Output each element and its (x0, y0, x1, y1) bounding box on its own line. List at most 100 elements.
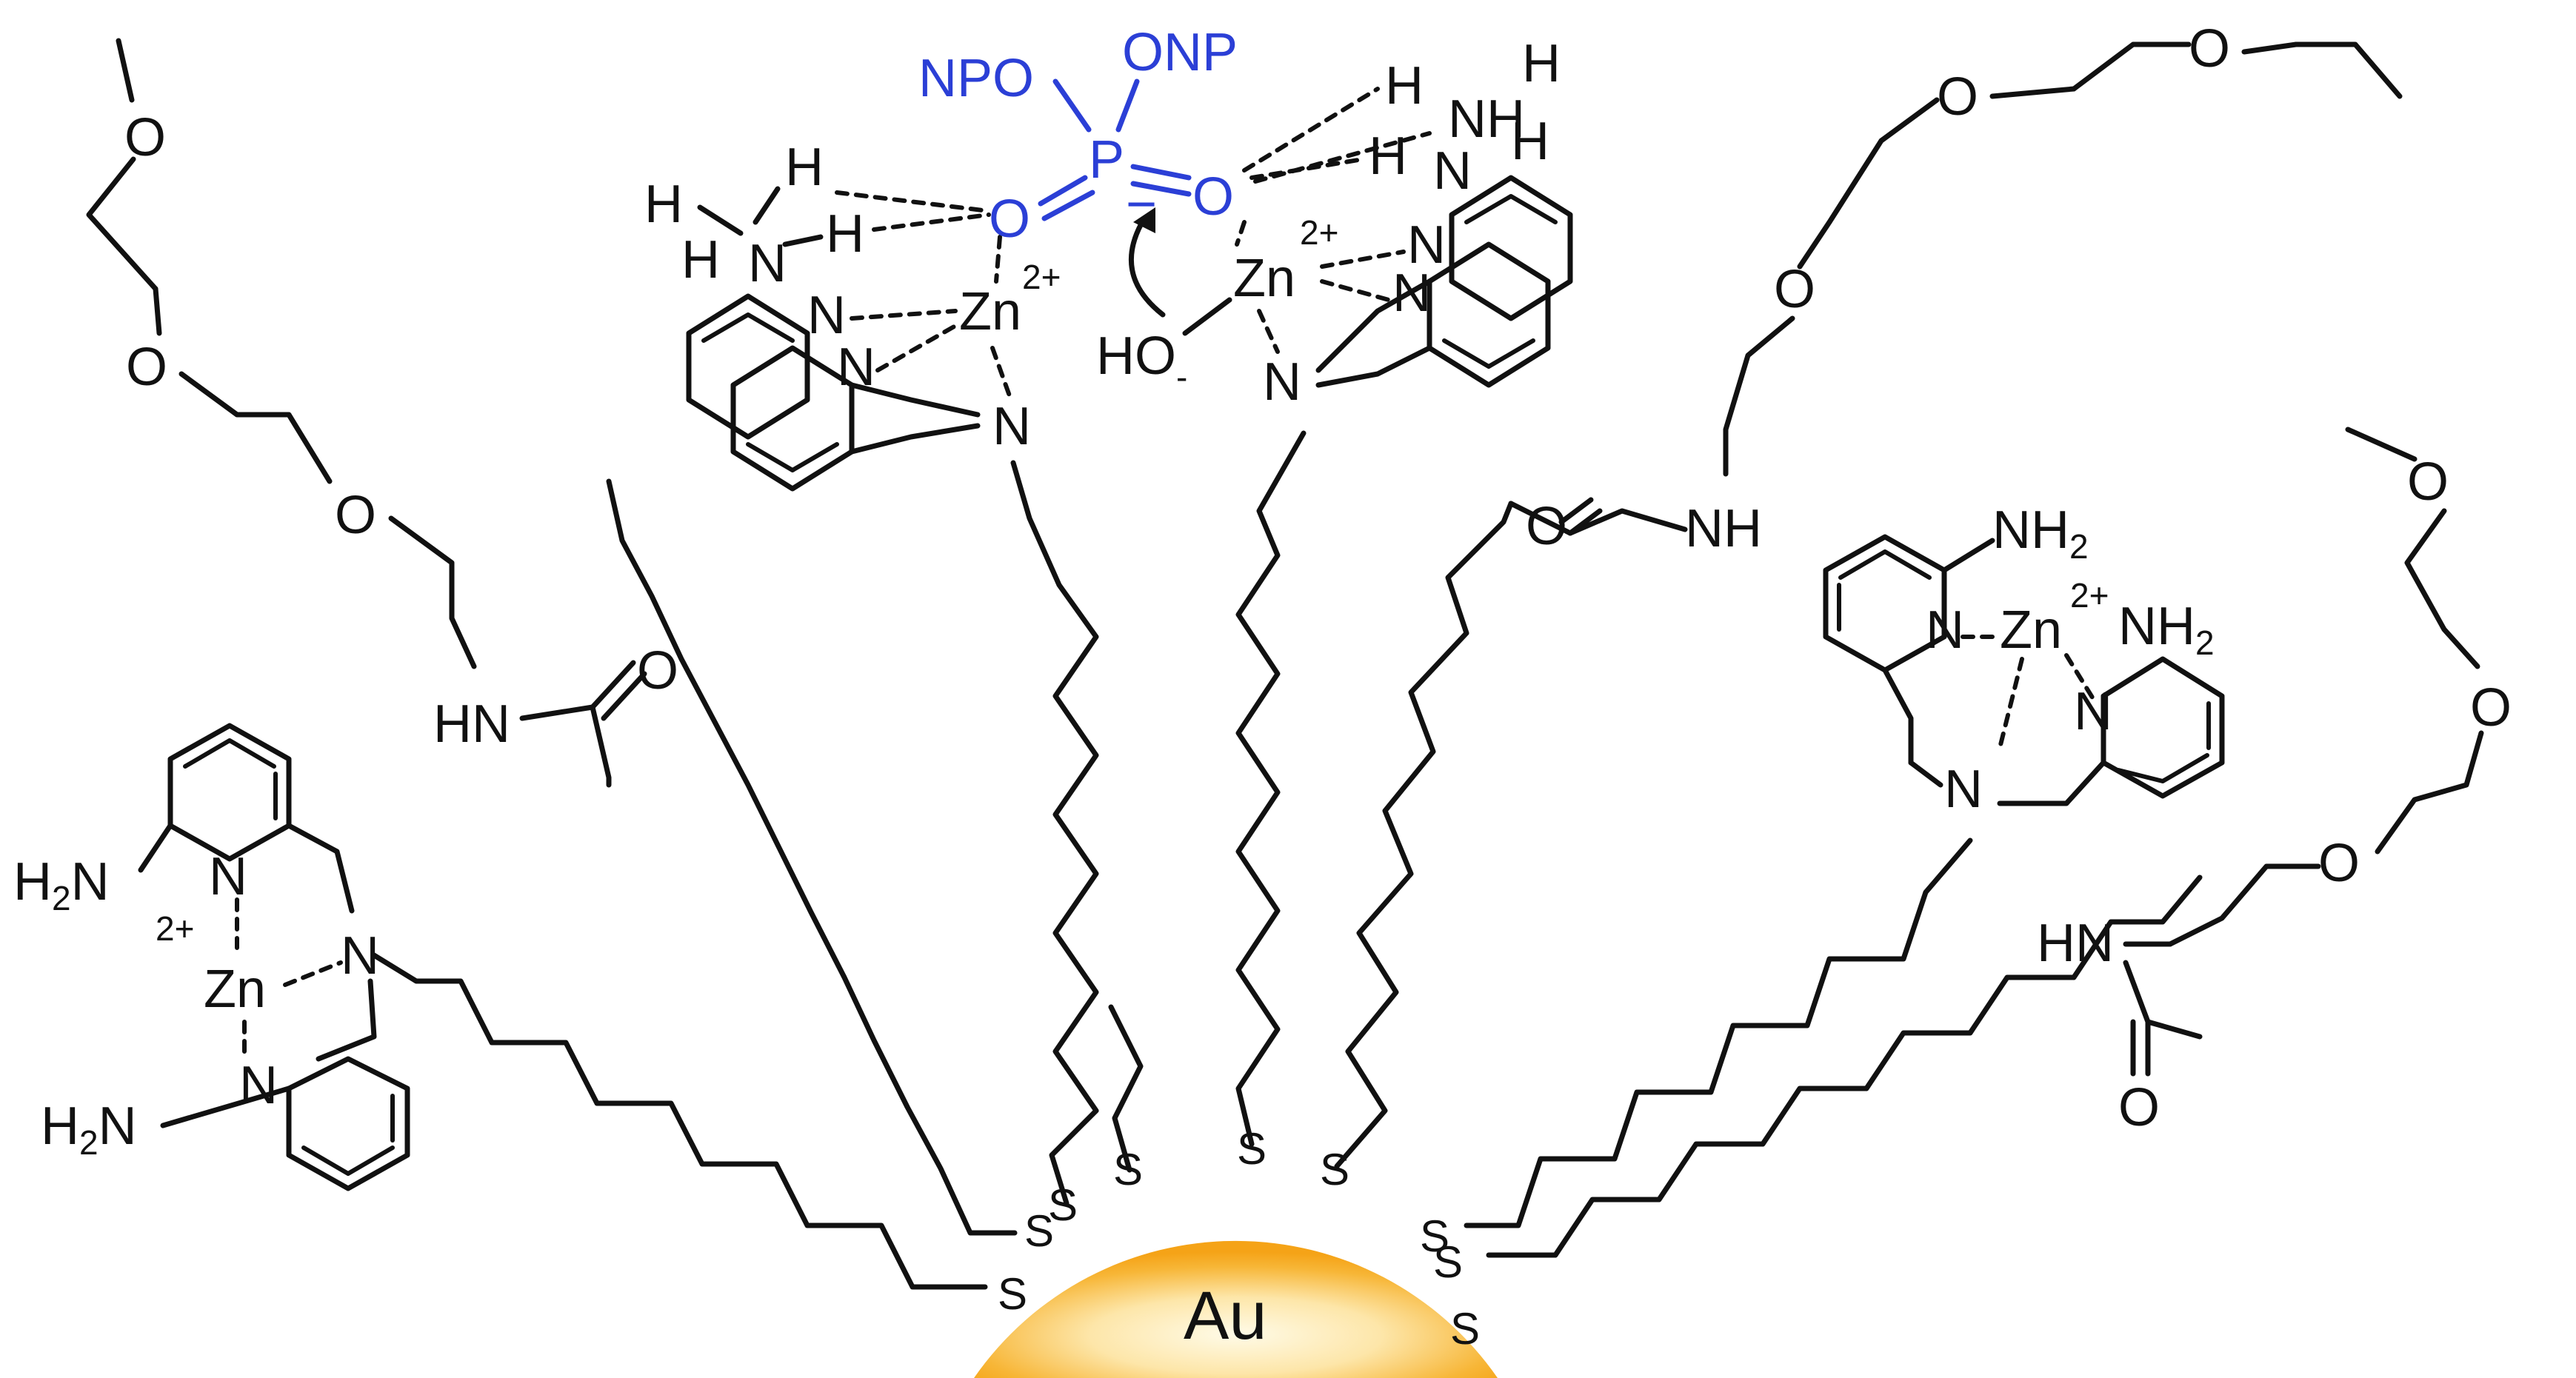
carbonyl-oxygen: O (2118, 1078, 2160, 1137)
bond-ring-to-ch2 (849, 423, 981, 455)
phosphate-charge: − (1126, 175, 1157, 234)
peg-bond (388, 515, 477, 669)
zn-complex-top: H H H H N N N Zn 2+ N H H NH H H N Zn (644, 34, 1573, 492)
coordination-bond (1235, 220, 1247, 247)
tertiary-amine: N (341, 926, 379, 986)
coordination-bond (875, 324, 958, 372)
h-label: H (681, 230, 720, 290)
zn-complex-right: NH2 N Zn 2+ NH2 N N (1823, 501, 2225, 819)
hbond (872, 213, 991, 232)
hydroxide-label: HO- (1096, 327, 1187, 396)
sulfur-atom: S (1450, 1304, 1480, 1354)
pyridine-ring-double (1838, 549, 1932, 580)
coordination-bond (1257, 309, 1280, 354)
zinc-atom: Zn (959, 282, 1021, 341)
coordination-bond (1320, 250, 1406, 269)
pyridine-ring-double (701, 312, 795, 343)
h-label: H (1511, 112, 1549, 171)
h2n-label: H2N (41, 1097, 137, 1162)
amide-bond (1508, 501, 1573, 536)
peg-chain-left: O O O HN O (86, 38, 678, 788)
phosphorus-atom: P (1089, 130, 1124, 190)
ether-oxygen: O (126, 338, 167, 397)
bond-ring-to-ch2 (1315, 345, 1432, 388)
tertiary-amine: N (1944, 760, 1983, 819)
p-o-bond (1038, 175, 1088, 207)
au-label: Au (1184, 1278, 1267, 1354)
gold-nanoparticle-core (974, 1240, 1498, 1378)
bond-ring-to-ch2 (1882, 667, 1914, 766)
peg-chain-lower-right: O O O HN O (2037, 427, 2512, 1137)
amide-nh: NH (1685, 499, 1762, 558)
pyridine-n: N (1407, 215, 1446, 275)
pyridine-ring (1449, 175, 1573, 321)
peg-bond (1989, 86, 2077, 99)
hbond (1253, 131, 1432, 184)
pyridine-ring-double (183, 738, 276, 769)
hbond (835, 190, 991, 213)
alkyl-chain-left-lower (371, 952, 988, 1290)
pyridine-ring-double (746, 442, 839, 472)
peg-bond (2071, 41, 2192, 92)
pyridine-n: N (2074, 682, 2112, 741)
pyridine-n: N (807, 286, 846, 345)
nh2-label: NH2 (2118, 597, 2215, 662)
bond-n-h (782, 234, 824, 247)
p-o-bond (1115, 78, 1140, 133)
coordination-bond (283, 960, 343, 987)
h2n-label: H2N (13, 852, 110, 917)
pyridine-ring (286, 1056, 410, 1191)
sulfur-atom: S (1433, 1237, 1463, 1287)
h-label: H (1385, 56, 1424, 116)
bond-ring-to-ch2 (286, 823, 355, 914)
carbonyl-bond (590, 660, 636, 710)
p-o-bond (1041, 190, 1095, 221)
coordination-bond (990, 346, 1013, 402)
bond-zn-oh (1182, 297, 1232, 336)
alkyl-chain-center (1235, 430, 1307, 1147)
peg-bond (2293, 41, 2403, 99)
p-o-bond (1052, 78, 1092, 133)
p-o-bond (1130, 164, 1192, 181)
amide-hn: HN (433, 695, 510, 754)
h-label: H (785, 138, 824, 197)
peg-bond (153, 286, 162, 336)
alkyl-chain-left-peg (606, 478, 1018, 1236)
hydroxide-charge: - (1176, 358, 1187, 396)
amide-bond (2123, 960, 2203, 1040)
amine-n: N (748, 234, 787, 293)
pyridine-n: N (239, 1056, 278, 1115)
hbond (1249, 157, 1365, 180)
ether-oxygen: O (1937, 67, 1978, 127)
peg-bond (1797, 97, 1940, 270)
pyridine-ring (2100, 656, 2225, 799)
tertiary-amine: N (992, 397, 1031, 456)
nh-label: NH (1448, 90, 1525, 149)
coordination-bond (850, 309, 958, 321)
ether-oxygen: O (2470, 678, 2512, 738)
zn-complex-bottom-left: H2N N 2+ Zn N N H2N (13, 723, 410, 1191)
sulfur-atom: S (1024, 1206, 1054, 1256)
coordination-bond (2064, 653, 2098, 706)
h-label: H (1522, 34, 1561, 93)
pyridine-ring (1823, 534, 1947, 673)
alkyl-chain-right-lower (1486, 874, 2203, 1258)
peg-bond (1723, 315, 1795, 477)
bond-ring-to-ch2 (1997, 760, 2106, 806)
peg-bond (2375, 730, 2484, 854)
amide-bond (590, 704, 612, 788)
carbonyl-bond (601, 671, 647, 721)
coordination-bond (994, 235, 1002, 284)
nh2-label: NH2 (1992, 501, 2089, 566)
sulfur-atoms: S S S S S S S S S (998, 1124, 1480, 1354)
peg-bond (2345, 427, 2417, 462)
peg-bond (2404, 508, 2480, 669)
peg-bond (178, 371, 333, 484)
bond-ring-to-ch2 (849, 382, 981, 418)
attack-arrow-head (1133, 207, 1155, 233)
h-label: H (1369, 127, 1407, 186)
amide-bond (519, 704, 595, 721)
amide-hn: HN (2037, 914, 2114, 973)
pyridine-ring (686, 293, 810, 440)
